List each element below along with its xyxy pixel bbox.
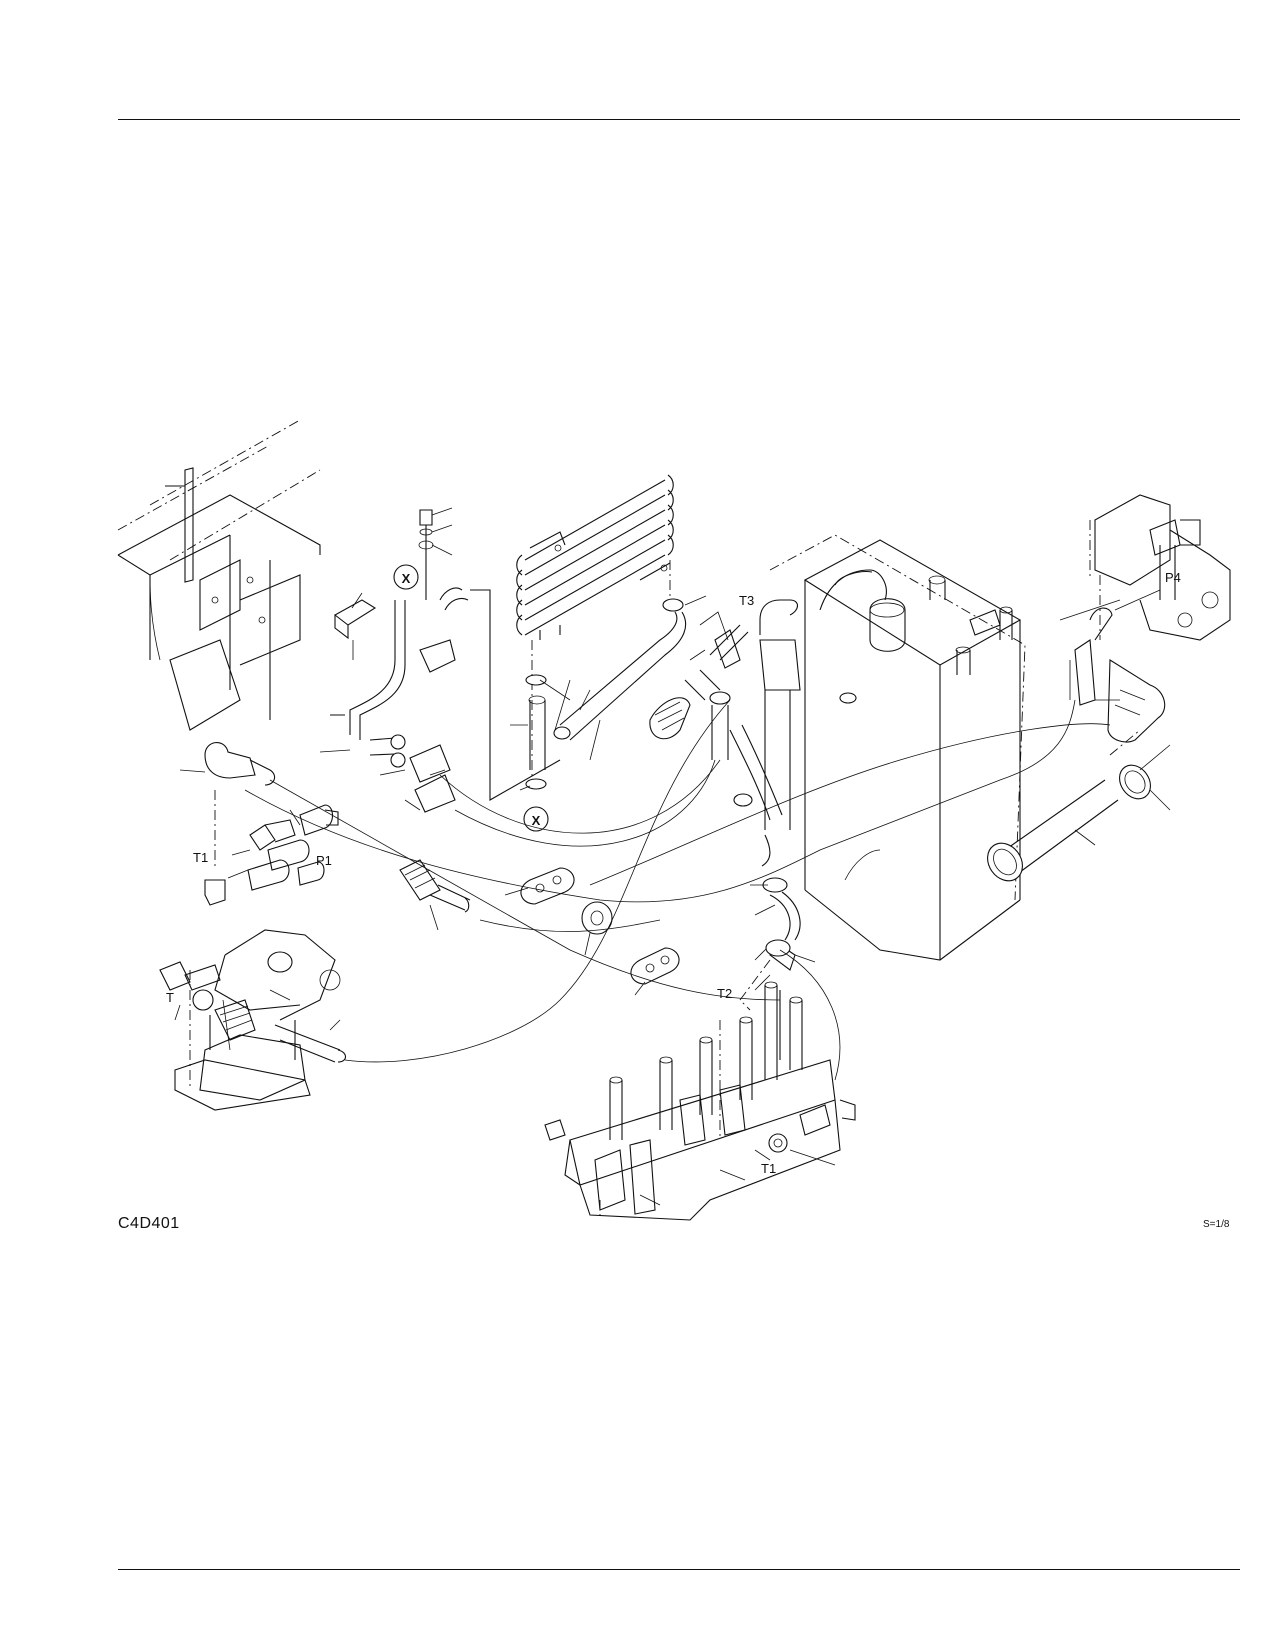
port-p1-label: P1 (316, 853, 332, 868)
solenoid-valve-block (179, 742, 339, 906)
swing-motor (159, 929, 347, 1111)
x-mark-a: X (393, 564, 419, 590)
hydraulic-tank (759, 534, 1026, 961)
upper-pipe-group (319, 507, 561, 813)
top-rule (118, 119, 1240, 120)
frame-assembly (117, 419, 345, 731)
port-p4-label: P4 (1165, 570, 1181, 585)
scale-label: S=1/8 (1203, 1219, 1230, 1230)
control-valve (544, 944, 856, 1221)
port-t3-label: T3 (739, 593, 754, 608)
return-hose-right (987, 659, 1171, 882)
connecting-lines (244, 599, 1121, 1081)
x-mark-b: X (523, 806, 549, 832)
figure-code: C4D401 (118, 1215, 180, 1232)
port-t-label: T (166, 990, 174, 1005)
grommets (504, 867, 680, 996)
main-pump (1074, 494, 1231, 706)
x-mark-a-label: X (402, 571, 411, 586)
drain-hoses (649, 611, 816, 963)
oil-cooler (510, 474, 707, 791)
bottom-rule (118, 1569, 1240, 1570)
port-t1-left-label: T1 (193, 850, 208, 865)
x-mark-b-label: X (532, 813, 541, 828)
port-t1-valve-label: T1 (761, 1161, 776, 1176)
port-t2-label: T2 (717, 986, 732, 1001)
pressure-hose-fitting (399, 859, 471, 931)
